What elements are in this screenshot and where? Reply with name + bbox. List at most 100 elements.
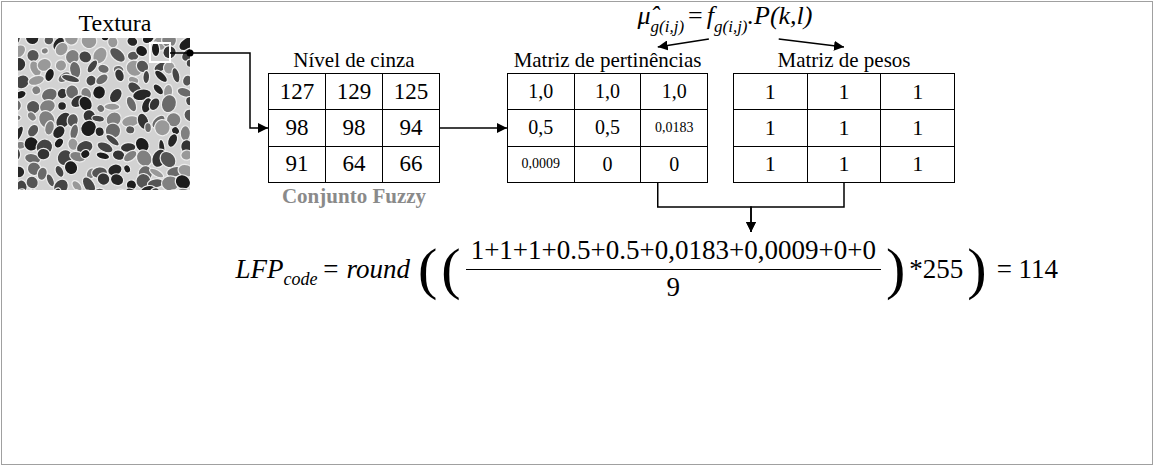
matrix-title: Matriz de pesos	[733, 48, 955, 73]
texture-pore	[147, 96, 162, 113]
texture-pore	[41, 47, 49, 54]
matrix-title: Nível de cinza	[268, 48, 440, 73]
texture-pore	[37, 148, 50, 160]
matrix-cell: 129	[326, 74, 382, 109]
matrix-cell: 125	[383, 74, 439, 109]
formula-term: )	[886, 240, 905, 298]
texture-pore	[62, 158, 80, 177]
matrix-cell: 0,5	[575, 110, 641, 145]
image-heading: Textura	[18, 8, 190, 38]
texture-pore	[95, 151, 110, 161]
flow-arrow	[658, 39, 709, 47]
matrix-cell: 66	[383, 147, 439, 182]
matrix-grid: 111111111	[733, 73, 955, 183]
texture-pore	[97, 63, 111, 75]
formula-term: code	[284, 269, 318, 290]
matrix-cell: 1	[734, 74, 807, 109]
formula-term: 1+1+1+0.5+0.5+0,0183+0,0009+0+0	[466, 236, 881, 270]
matrix-cell: 0,0009	[508, 147, 574, 182]
formula-term: =	[688, 1, 703, 30]
texture-pore	[124, 186, 141, 190]
matrix-cell: 0	[575, 147, 641, 182]
texture-pore	[51, 176, 71, 190]
texture-pore	[61, 73, 81, 85]
gray-level-matrix: Nível de cinza127129125989894916466Conju…	[268, 48, 440, 208]
texture-pore	[94, 126, 105, 137]
flow-arrow	[751, 183, 844, 232]
texture-pore	[143, 70, 150, 84]
texture-pore	[18, 89, 27, 101]
formula-term: (	[441, 240, 460, 298]
matrix-cell: 127	[269, 74, 325, 109]
texture-pore	[18, 144, 23, 163]
texture-pore	[170, 67, 181, 84]
formula-term: = 114	[997, 254, 1058, 285]
matrix-cell: 0,5	[508, 110, 574, 145]
matrix-grid: 127129125989894916466	[268, 73, 440, 183]
matrix-cell: 0	[641, 147, 707, 182]
matrix-cell: 91	[269, 147, 325, 182]
texture-pore	[113, 68, 126, 83]
matrix-cell: 0,0183	[641, 110, 707, 145]
matrix-cell: 64	[326, 147, 382, 182]
texture-pore	[53, 136, 66, 149]
matrix-cell: 1	[808, 147, 881, 182]
formula-term: .P(k,l)	[748, 1, 813, 30]
formula-term: g(i,j)	[714, 17, 748, 36]
texture-pore	[23, 38, 42, 47]
texture-pore	[71, 188, 82, 190]
texture-pore	[95, 171, 112, 188]
flow-arrow	[658, 183, 751, 232]
matrix-cell: 1	[881, 147, 954, 182]
texture-pore	[43, 67, 56, 83]
texture-pore	[50, 187, 63, 190]
texture-pore	[18, 187, 28, 190]
texture-pore	[18, 165, 26, 179]
texture-pore	[30, 84, 42, 96]
matrix-cell: 1	[881, 74, 954, 109]
texture-pore	[180, 149, 190, 161]
formula-term: 9	[667, 270, 681, 303]
texture-pore	[153, 118, 171, 136]
matrix-cell: 98	[269, 110, 325, 145]
texture-pore	[123, 164, 132, 174]
formula-term: f	[707, 1, 714, 30]
texture-pore	[91, 186, 108, 190]
matrix-cell: 1,0	[508, 74, 574, 109]
membership-formula: μ̂g(i,j)=fg(i,j).P(k,l)	[636, 0, 815, 37]
texture-pore	[104, 103, 120, 110]
flow-arrow	[440, 127, 507, 129]
formula-term: = round	[322, 254, 410, 285]
texture-pore	[85, 58, 100, 75]
texture-pore	[175, 186, 190, 190]
texture-pore	[172, 172, 190, 190]
texture-image-box: Textura	[18, 8, 190, 190]
texture-pore	[18, 56, 27, 73]
matrix-caption: Conjunto Fuzzy	[268, 184, 440, 208]
texture-pore	[18, 114, 21, 120]
texture-pore	[159, 93, 178, 114]
membership-matrix: Matriz de pertinências1,01,01,00,50,50,0…	[507, 48, 708, 183]
texture-pore	[94, 72, 110, 87]
texture-pore	[81, 188, 97, 190]
matrix-cell: 1	[808, 74, 881, 109]
matrix-cell: 98	[326, 110, 382, 145]
lfp-formula: LFPcode= round((1+1+1+0.5+0.5+0,0183+0,0…	[236, 232, 1061, 302]
texture-pore	[104, 132, 121, 148]
matrix-cell: 1	[808, 110, 881, 145]
texture-pore	[91, 84, 108, 101]
texture-pore	[124, 95, 139, 113]
texture-pore	[148, 187, 162, 190]
matrix-cell: 1	[881, 110, 954, 145]
matrix-cell: 94	[383, 110, 439, 145]
texture-pore	[125, 125, 136, 135]
texture-pore	[134, 43, 150, 59]
texture-pore	[166, 132, 180, 149]
texture-pore	[26, 110, 38, 123]
formula-term: *255	[909, 254, 963, 285]
texture-image	[18, 38, 190, 190]
texture-ground	[18, 38, 190, 190]
texture-pore	[186, 59, 190, 68]
formula-term: )	[967, 240, 986, 298]
